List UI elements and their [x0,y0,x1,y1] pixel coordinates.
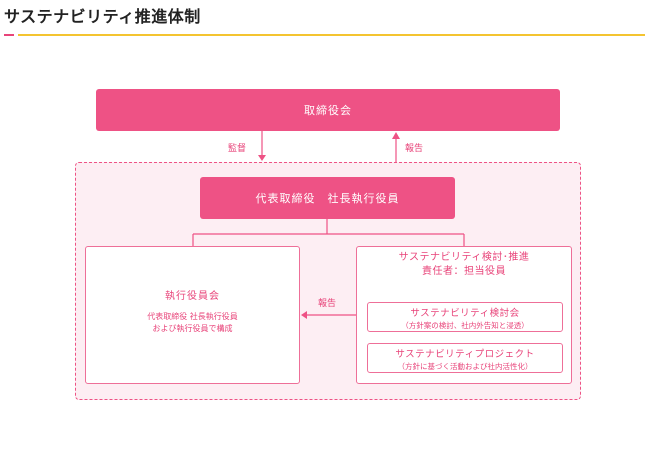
sustainability-committee-box: サステナビリティ検討会 （方針案の検討、社内外告知と浸透） [367,302,563,332]
executive-committee-desc: 代表取締役 社長執行役員 および執行役員で構成 [86,311,299,335]
executive-committee-desc-line2: および執行役員で構成 [152,324,233,333]
sustainability-project-desc: （方針に基づく活動および社内活性化） [397,362,533,371]
executive-committee-desc-line1: 代表取締役 社長執行役員 [147,312,238,321]
executive-committee-box: 執行役員会 代表取締役 社長執行役員 および執行役員で構成 [85,246,300,384]
executive-committee-title: 執行役員会 [165,291,220,302]
ceo-box: 代表取締役 社長執行役員 [200,177,455,219]
sustainability-title-line2: 責任者：担当役員 [422,266,506,277]
sustainability-box: サステナビリティ検討･推進 責任者：担当役員 サステナビリティ検討会 （方針案の… [356,246,572,384]
report-up-label: 報告 [405,144,424,154]
title-rule [18,34,645,36]
supervise-label: 監督 [228,144,247,154]
sustainability-title: サステナビリティ検討･推進 責任者：担当役員 [357,251,571,279]
sustainability-title-line1: サステナビリティ検討･推進 [398,252,530,263]
title-rule-accent [4,34,14,36]
report-left-label: 報告 [318,299,337,309]
report-up-arrow-head [392,132,400,139]
report-left-arrow-head [301,311,307,319]
page-title: サステナビリティ推進体制 [4,7,201,26]
supervise-arrow-head [258,155,266,161]
sustainability-project-box: サステナビリティプロジェクト （方針に基づく活動および社内活性化） [367,343,563,373]
sustainability-committee-desc: （方針案の検討、社内外告知と浸透） [401,321,529,330]
sustainability-committee-name: サステナビリティ検討会 [410,308,520,319]
board-of-directors-box: 取締役会 [96,89,560,131]
sustainability-project-name: サステナビリティプロジェクト [395,349,535,360]
